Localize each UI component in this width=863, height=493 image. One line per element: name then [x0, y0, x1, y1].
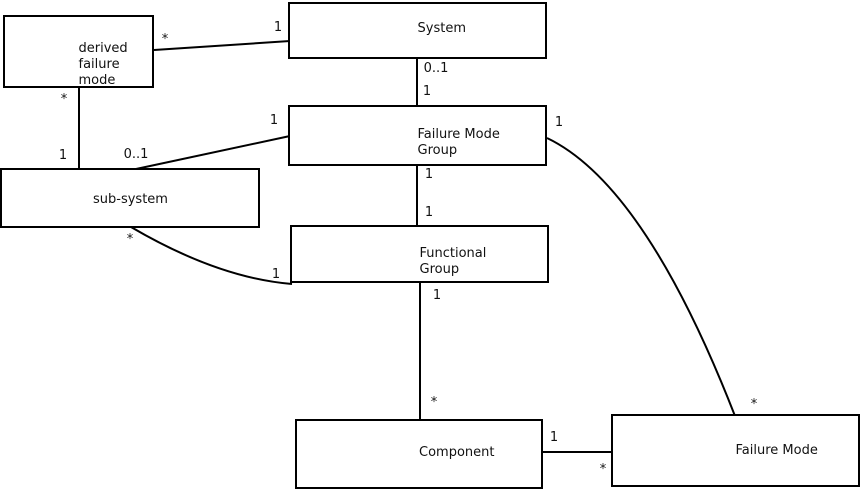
multiplicity-label: * [599, 462, 607, 477]
class-box-failure-mode-group: Failure Mode Group [288, 105, 547, 166]
class-label-failure-mode-group: Failure Mode Group [417, 127, 500, 158]
multiplicity-label: 1 [58, 148, 68, 163]
multiplicity-label: 1 [432, 288, 442, 303]
class-label-component: Component [419, 445, 495, 460]
multiplicity-label: * [750, 397, 758, 412]
connector-derived-failure-mode-system [153, 40, 291, 51]
multiplicity-label: 1 [424, 167, 434, 182]
class-label-derived-failure-mode: derived failure mode [78, 41, 128, 88]
class-box-derived-failure-mode: derived failure mode [3, 15, 154, 88]
multiplicity-label: 1 [271, 267, 281, 282]
multiplicity-label: 1 [554, 115, 564, 130]
multiplicity-label: 1 [549, 430, 559, 445]
multiplicity-label: 1 [422, 84, 432, 99]
class-label-system: System [417, 21, 466, 36]
class-label-functional-group: Functional Group [419, 246, 487, 277]
class-box-sub-system: sub-system [0, 168, 260, 228]
multiplicity-label: * [430, 395, 438, 410]
class-label-sub-system: sub-system [93, 192, 168, 207]
class-label-failure-mode: Failure Mode [735, 443, 818, 458]
class-box-component: Component [295, 419, 543, 489]
connector-sub-system-failure-mode-group [135, 135, 291, 170]
multiplicity-label: 1 [424, 205, 434, 220]
connector-failure-mode-group-failure-mode [546, 137, 736, 417]
class-box-system: System [288, 2, 547, 59]
multiplicity-label: 1 [273, 20, 283, 35]
multiplicity-label: 0..1 [423, 61, 449, 76]
multiplicity-label: 1 [269, 113, 279, 128]
multiplicity-label: * [60, 92, 68, 107]
multiplicity-label: * [126, 232, 134, 247]
connector-sub-system-functional-group [130, 226, 293, 285]
class-box-failure-mode: Failure Mode [611, 414, 860, 487]
multiplicity-label: 0..1 [123, 147, 149, 162]
multiplicity-label: * [161, 32, 169, 47]
class-box-functional-group: Functional Group [290, 225, 549, 283]
